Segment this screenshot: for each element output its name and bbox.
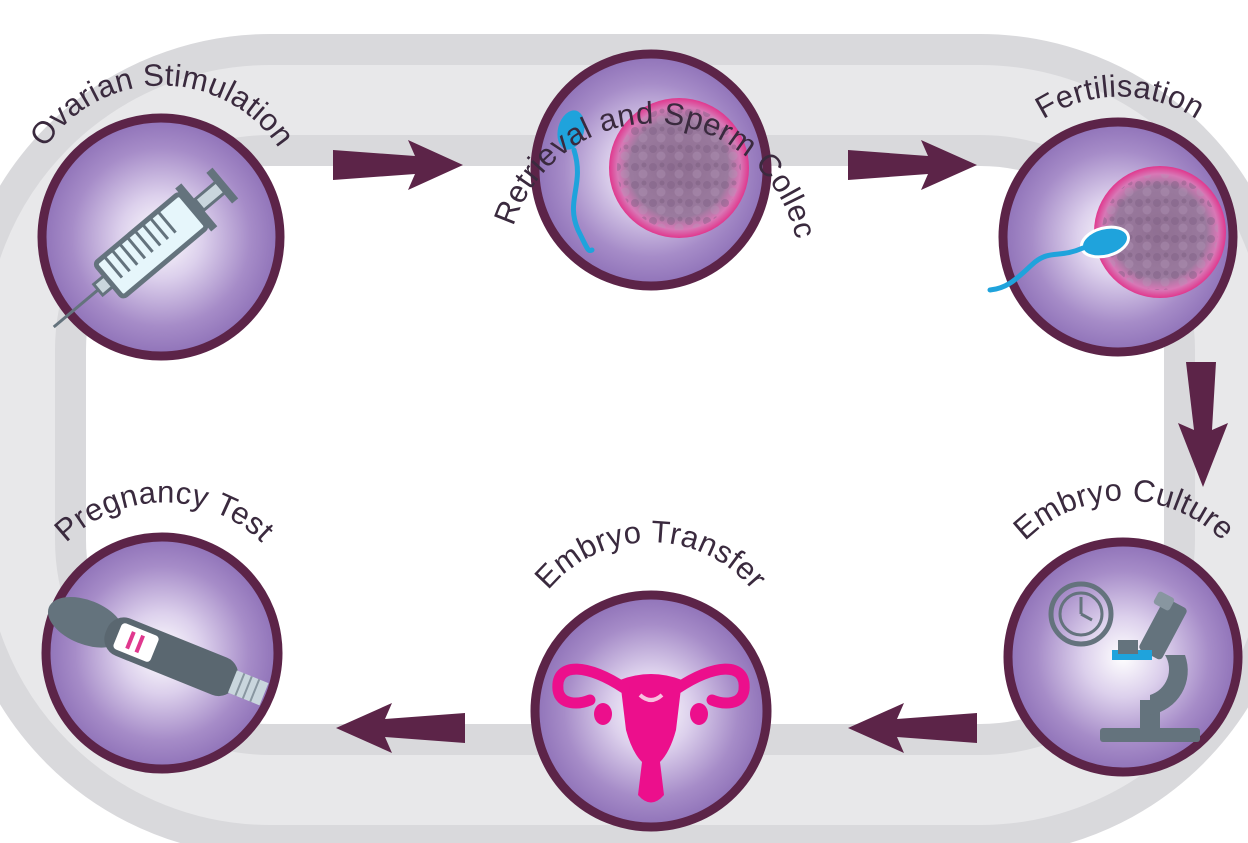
stage-embryo-culture: Embryo Culture <box>1006 472 1241 772</box>
clock-icon <box>1051 584 1111 644</box>
